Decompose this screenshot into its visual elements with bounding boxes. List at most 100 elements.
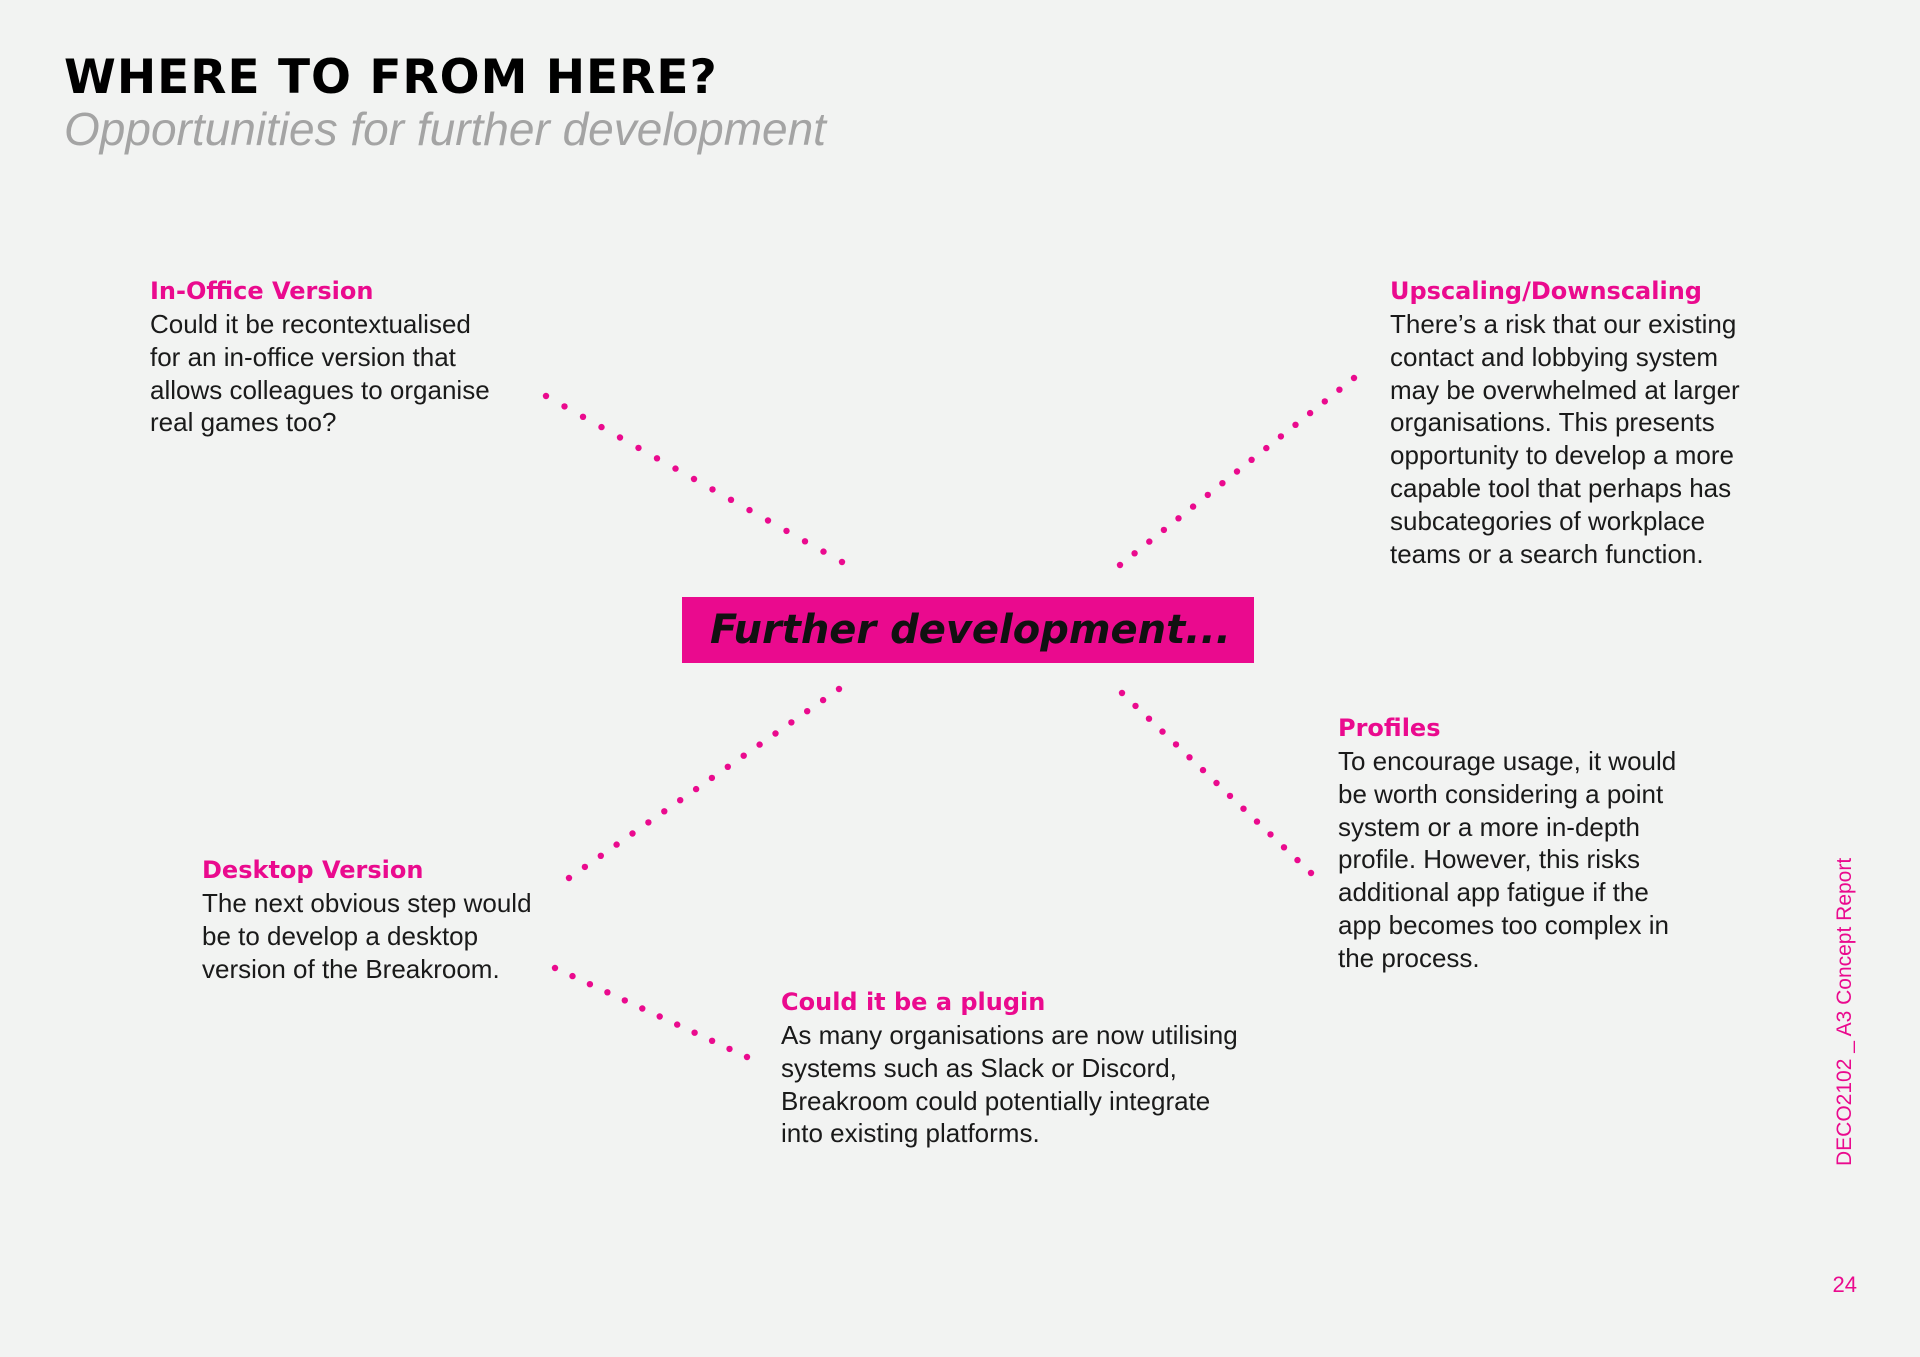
in-office-version-text: Could it be recontextualised for an in-o… xyxy=(150,309,490,438)
connector-dot xyxy=(783,527,790,535)
connector-dot xyxy=(1294,856,1301,864)
connector-dot xyxy=(692,785,700,793)
plugin-heading: Could it be a plugin xyxy=(781,988,1046,1016)
connector-dot xyxy=(708,774,716,782)
connector-dot xyxy=(727,496,735,503)
connector-dot xyxy=(764,517,772,524)
profiles-heading: Profiles xyxy=(1338,714,1441,742)
page-title: WHERE TO FROM HERE? xyxy=(64,50,718,105)
connector-plugin xyxy=(551,964,751,1061)
plugin-block: Could it be a plugin As many organisatio… xyxy=(781,986,1238,1150)
desktop-version-text: The next obvious step would be to develo… xyxy=(202,888,532,984)
connector-dot xyxy=(1186,754,1193,761)
report-side-label: DECO2102 _ A3 Concept Report xyxy=(1833,857,1856,1166)
connector-dot xyxy=(819,696,827,704)
connector-dot xyxy=(1267,831,1274,838)
connector-dot xyxy=(629,830,636,837)
connector-dot xyxy=(1213,779,1220,787)
connector-dot xyxy=(1116,561,1124,569)
desktop-version-heading: Desktop Version xyxy=(202,856,424,884)
connector-dot xyxy=(645,819,652,826)
page-number: 24 xyxy=(1832,1272,1857,1297)
central-topic-label: Further development... xyxy=(710,607,1231,653)
in-office-version-block: In-Office Version Could it be recontextu… xyxy=(150,275,490,439)
connector-dot xyxy=(835,685,843,693)
connector-dot xyxy=(653,455,661,462)
connector-dot xyxy=(1146,538,1153,545)
connector-dot xyxy=(1350,374,1358,382)
connector-dot xyxy=(1132,702,1139,710)
connector-dot xyxy=(820,548,827,555)
connector-dot xyxy=(691,1029,698,1036)
central-topic-box: Further development... xyxy=(682,597,1254,663)
connector-dot xyxy=(621,997,628,1004)
connector-dot xyxy=(656,1013,663,1020)
page-subtitle: Opportunities for further development xyxy=(64,103,826,155)
connector-dot xyxy=(1233,468,1241,475)
connector-dot xyxy=(581,863,589,871)
connector-dot xyxy=(565,874,573,882)
connector-dot xyxy=(1280,844,1288,851)
connector-dot xyxy=(1118,689,1126,697)
connector-upscaling xyxy=(1116,374,1358,569)
profiles-text: To encourage usage, it would be worth co… xyxy=(1338,746,1677,973)
connector-dot xyxy=(1226,792,1234,800)
connector-dot xyxy=(674,1021,681,1028)
connector-dot xyxy=(604,989,611,996)
upscaling-heading: Upscaling/Downscaling xyxy=(1390,277,1702,305)
connector-dot xyxy=(616,434,624,441)
connector-dot xyxy=(586,981,594,988)
connector-dot xyxy=(804,708,811,715)
connector-dot xyxy=(635,444,642,452)
connector-dot xyxy=(542,392,550,400)
connector-dot xyxy=(724,763,731,770)
connector-dot xyxy=(661,808,668,815)
connector-dot xyxy=(1292,421,1299,428)
connector-dot xyxy=(677,797,684,804)
connector-dot xyxy=(1248,456,1255,463)
connector-dot xyxy=(561,403,568,410)
upscaling-block: Upscaling/Downscaling There’s a risk tha… xyxy=(1390,275,1740,570)
connector-dot xyxy=(801,538,809,545)
connector-dot xyxy=(1199,766,1207,774)
connector-desktop xyxy=(565,685,843,882)
connector-dot xyxy=(569,972,576,980)
connector-dot xyxy=(1172,741,1180,748)
plugin-text: As many organisations are now utilising … xyxy=(781,1020,1238,1149)
connector-dot xyxy=(1336,386,1343,393)
connector-in-office xyxy=(542,392,846,566)
profiles-block: Profiles To encourage usage, it would be… xyxy=(1338,712,1676,975)
connector-dot xyxy=(726,1045,733,1053)
connector-dot xyxy=(579,413,587,420)
connector-dot xyxy=(746,506,753,514)
connector-dot xyxy=(1219,480,1226,487)
connector-dot xyxy=(709,486,716,493)
connector-dot xyxy=(597,852,604,859)
connector-dot xyxy=(756,741,763,748)
connector-profiles xyxy=(1118,689,1315,877)
connector-dot xyxy=(1189,503,1197,510)
connector-dot xyxy=(772,730,779,737)
connector-dot xyxy=(740,752,747,759)
connector-dot xyxy=(1145,715,1153,722)
connector-dot xyxy=(1204,491,1212,499)
connector-dot xyxy=(708,1037,716,1045)
connector-dot xyxy=(1321,398,1329,405)
desktop-version-block: Desktop Version The next obvious step wo… xyxy=(202,854,532,985)
connector-dot xyxy=(551,964,559,972)
connector-dot xyxy=(1253,818,1261,825)
connector-dot xyxy=(1131,550,1138,557)
in-office-version-heading: In-Office Version xyxy=(150,277,374,305)
connector-dot xyxy=(788,719,795,726)
connector-dot xyxy=(1160,526,1168,534)
connector-dot xyxy=(1277,433,1285,440)
connector-dot xyxy=(672,465,679,472)
connector-dot xyxy=(690,475,698,483)
connector-dot xyxy=(1307,869,1315,877)
connector-dot xyxy=(1263,444,1270,452)
connector-dot xyxy=(838,558,846,566)
connector-dot xyxy=(1306,409,1314,417)
connector-dot xyxy=(1159,728,1166,735)
connector-dot xyxy=(1240,805,1247,812)
